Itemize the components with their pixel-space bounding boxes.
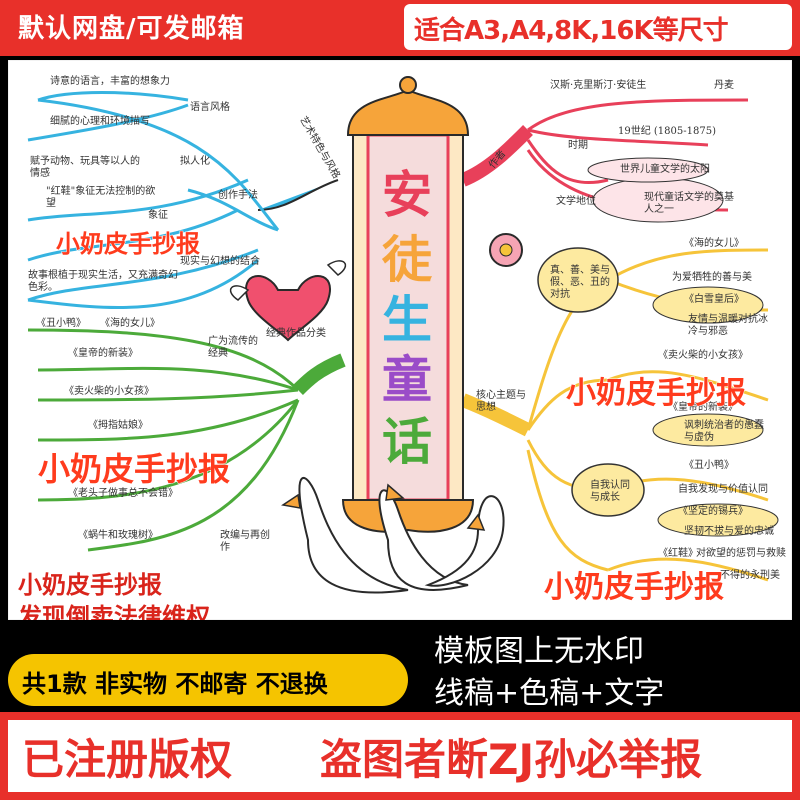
themes-sub-1: 真、善、美与假、恶、丑的对抗 (550, 265, 610, 300)
title-char-1: 安 (382, 166, 432, 224)
terms-pill-text: 共1款 非实物 不邮寄 不退换 (22, 670, 328, 698)
themes-item-10: 《坚定的锡兵》 (678, 506, 748, 517)
author-status-1: 世界儿童文学的太阳 (620, 164, 710, 175)
rights-notice-line-1: 小奶皮手抄报 (17, 570, 163, 600)
info-line-1: 模板图上无水印 (434, 634, 644, 669)
style-sub-2: 创作手法 (218, 190, 258, 201)
themes-item-8: 《丑小鸭》 (684, 460, 734, 471)
top-left-text: 默认网盘/可发邮箱 (18, 14, 245, 44)
style-item-5: "红鞋"象征无法控制的欲望 (46, 186, 156, 209)
title-char-4: 童 (382, 351, 432, 409)
style-item-7: 故事根植于现实生活，又充满奇幻色彩。 (28, 270, 178, 293)
themes-item-4: 友情与温暖对抗冰冷与邪恶 (688, 314, 768, 337)
themes-item-14: 不得的永刑美 (720, 570, 780, 581)
style-item-8: 现实与幻想的结合 (180, 256, 260, 267)
copyright-text: 已注册版权 (22, 735, 233, 784)
info-bar: 共1款 非实物 不邮寄 不退换 模板图上无水印 线稿+色稿+文字 (0, 620, 800, 712)
author-name: 汉斯·克里斯汀·安徒生 (550, 80, 647, 91)
size-badge-text: 适合A3,A4,8K,16K等尺寸 (414, 16, 729, 46)
author-period: 19世纪 (1805-1875) (618, 126, 716, 137)
bottom-banner-panel: 已注册版权 盗图者断ZJ孙必举报 (8, 720, 792, 792)
works-sub-2: 改编与再创作 (220, 530, 270, 553)
watermark-1: 小奶皮手抄报 (56, 230, 201, 259)
themes-item-2: 为爱牺牲的善与美 (672, 272, 752, 283)
style-item-1: 诗意的语言，丰富的想象力 (50, 76, 170, 87)
info-line-2: 线稿+色稿+文字 (434, 676, 665, 711)
themes-item-1: 《海的女儿》 (684, 238, 744, 249)
works-item-7: 《蜗牛和玫瑰树》 (78, 530, 158, 541)
report-text: 盗图者断ZJ孙必举报 (320, 735, 703, 784)
title-char-3: 生 (382, 291, 432, 349)
themes-sub-2: 自我认同与成长 (590, 480, 630, 503)
works-item-4: 《卖火柴的小女孩》 (64, 386, 154, 397)
author-status-label: 文学地位 (556, 196, 596, 207)
themes-item-9: 自我发现与价值认同 (678, 484, 768, 495)
top-banner: 默认网盘/可发邮箱 适合A3,A4,8K,16K等尺寸 (0, 0, 800, 56)
themes-item-5: 《卖火柴的小女孩》 (658, 350, 748, 361)
themes-label: 核心主题与思想 (476, 390, 526, 413)
themes-item-13: 对欲望的惩罚与救赎 (696, 548, 786, 559)
themes-item-11: 坚韧不拔与爱的忠诚 (684, 526, 774, 537)
themes-item-12: 《红鞋》 (658, 548, 698, 559)
poster: 诗意的语言，丰富的想象力 细腻的心理和环境描写 语言风格 艺术特色与风格 赋予动… (8, 60, 792, 620)
themes-item-6: 《皇帝的新装》 (668, 402, 738, 413)
bottom-banner: 已注册版权 盗图者断ZJ孙必举报 (0, 712, 800, 800)
watermark-4: 小奶皮手抄报 (544, 570, 725, 606)
author-status-2: 现代童话文学的奠基人之一 (644, 192, 734, 215)
works-label: 经典作品分类 (266, 328, 326, 339)
mindmap-drawing (8, 60, 792, 620)
title-char-5: 话 (382, 413, 432, 471)
watermark-3: 小奶皮手抄报 (37, 450, 231, 489)
author-period-label: 时期 (568, 140, 588, 151)
works-sub-1: 广为流传的经典 (208, 336, 258, 359)
size-badge: 适合A3,A4,8K,16K等尺寸 (404, 4, 792, 50)
themes-item-3: 《白雪皇后》 (684, 294, 744, 305)
style-item-6: 象征 (148, 210, 168, 221)
themes-item-7: 讽刺统治者的愚蠢与虚伪 (684, 420, 764, 443)
terms-pill: 共1款 非实物 不邮寄 不退换 (8, 654, 408, 706)
author-country: 丹麦 (714, 80, 734, 91)
style-item-2: 细腻的心理和环境描写 (50, 116, 150, 127)
works-item-5: 《拇指姑娘》 (88, 420, 148, 431)
style-sub-1: 语言风格 (190, 102, 230, 113)
title-char-2: 徒 (382, 231, 432, 289)
works-item-1: 《丑小鸭》 (36, 318, 86, 329)
works-item-2: 《海的女儿》 (100, 318, 160, 329)
style-item-4: 拟人化 (180, 156, 210, 167)
works-item-3: 《皇帝的新装》 (68, 348, 138, 359)
style-item-3: 赋予动物、玩具等以人的情感 (30, 156, 140, 179)
watermark-2: 小奶皮手抄报 (566, 376, 747, 412)
works-item-6: 《老头子做事总不会错》 (68, 488, 178, 499)
